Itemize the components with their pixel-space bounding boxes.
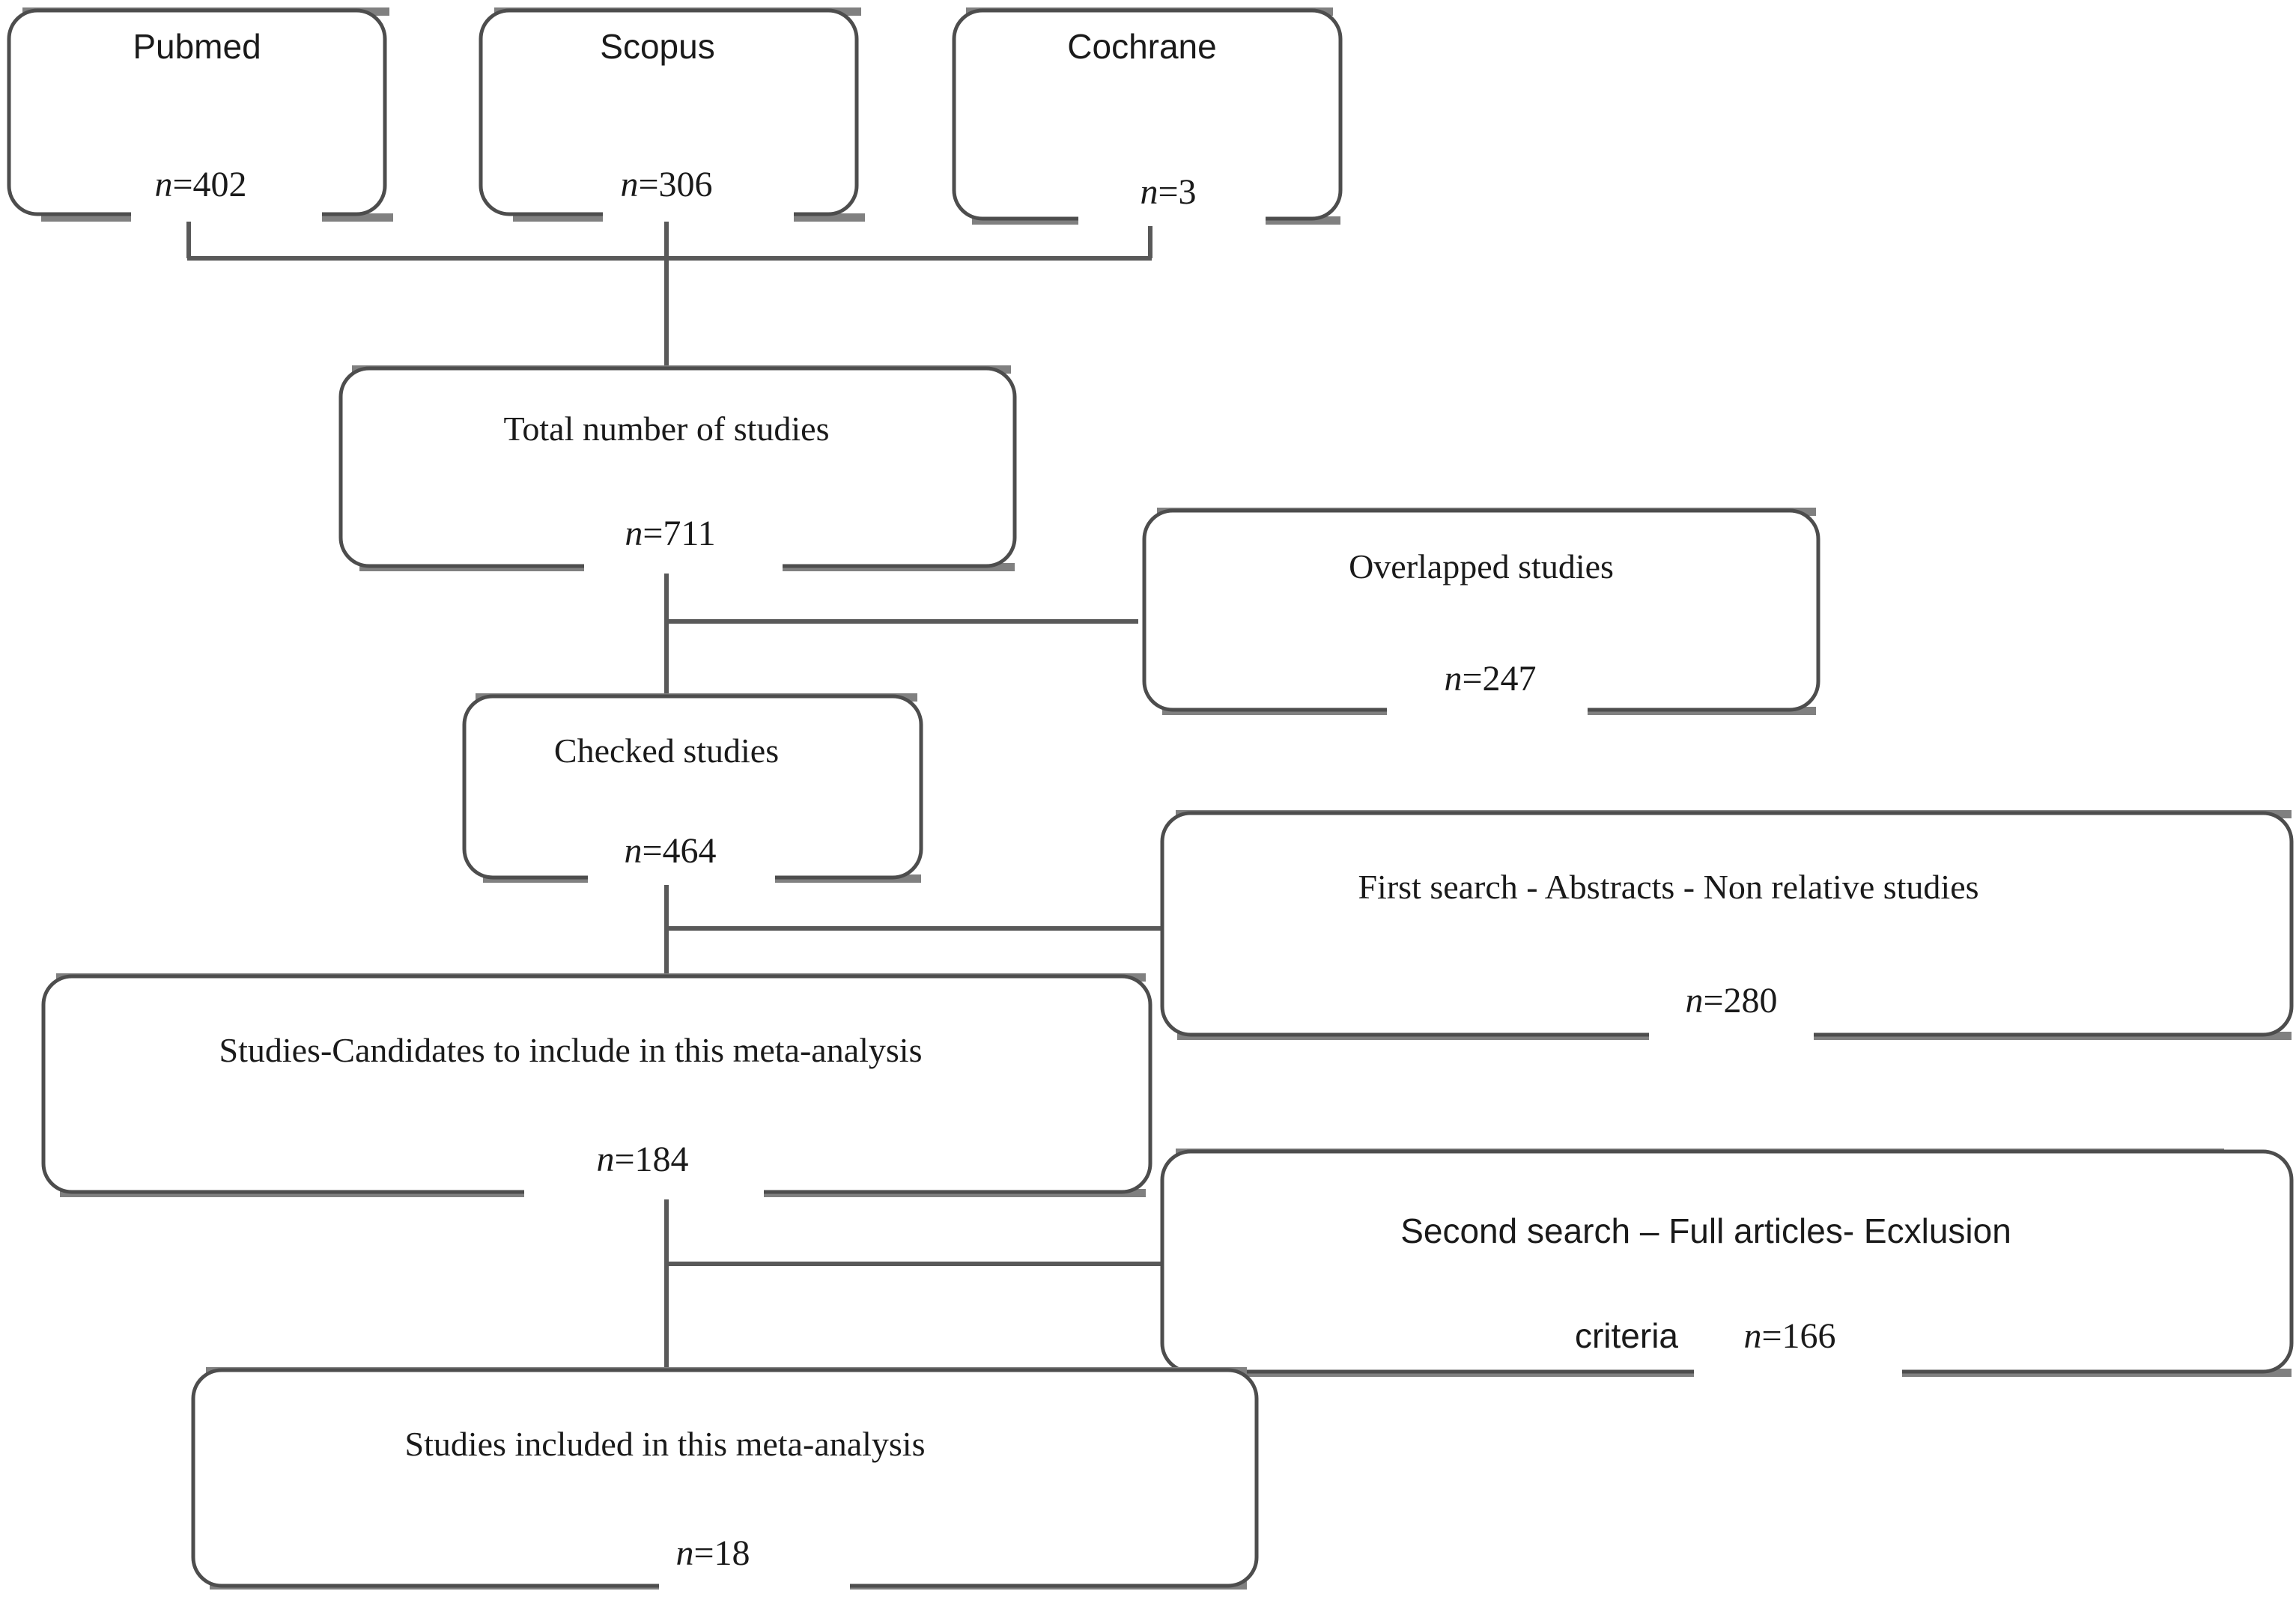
- overlapped-count: n=247: [1444, 659, 1536, 699]
- included-count-value: 18: [714, 1533, 750, 1573]
- overlapped-count-n: n: [1444, 659, 1462, 699]
- overlapped-bottom-gap-mask: [1387, 701, 1588, 717]
- second-search-label: Second search – Full articles- Ecxlusion: [1400, 1211, 2011, 1250]
- included-count-eq: =: [693, 1533, 714, 1573]
- total-label: Total number of studies: [504, 410, 830, 448]
- cochrane-count-eq: =: [1158, 172, 1178, 212]
- cochrane-count-value: 3: [1179, 172, 1197, 212]
- node-second-search[interactable]: Second search – Full articles- Ecxlusion…: [1160, 1149, 2294, 1379]
- total-count-value: 711: [663, 514, 715, 553]
- first-search-bottom-gap-mask: [1649, 1026, 1814, 1042]
- first-search-count-eq: =: [1703, 981, 1723, 1020]
- pubmed-count-value: 402: [193, 165, 247, 204]
- total-count-n: n: [625, 514, 643, 553]
- checked-count-eq: =: [642, 831, 662, 871]
- total-count: n=711: [625, 514, 715, 553]
- connector-group: [186, 219, 1162, 1370]
- scopus-box-shadow-bottom-left: [513, 213, 648, 222]
- cochrane-label: Cochrane: [1067, 27, 1216, 66]
- first-search-count-n: n: [1685, 981, 1703, 1020]
- cochrane-count-n: n: [1140, 172, 1158, 212]
- candidates-label: Studies-Candidates to include in this me…: [219, 1031, 922, 1069]
- candidates-bottom-gap-mask: [524, 1183, 764, 1199]
- second-search-label-line2: criteria: [1575, 1316, 1678, 1355]
- candidates-count: n=184: [596, 1140, 688, 1179]
- candidates-count-value: 184: [635, 1140, 689, 1179]
- pubmed-count-eq: =: [172, 165, 192, 204]
- node-total-studies[interactable]: Total number of studies n=711: [338, 365, 1017, 574]
- pubmed-box-shadow-bottom-left: [41, 213, 176, 222]
- second-search-count-eq: =: [1761, 1316, 1782, 1356]
- candidates-count-n: n: [596, 1140, 614, 1179]
- first-search-label: First search - Abstracts - Non relative …: [1358, 868, 1978, 906]
- checked-label: Checked studies: [554, 731, 779, 770]
- second-search-count-value: 166: [1782, 1316, 1836, 1356]
- overlapped-count-eq: =: [1462, 659, 1482, 699]
- checked-count-n: n: [624, 831, 642, 871]
- node-pubmed[interactable]: Pubmed n=402: [7, 7, 393, 222]
- pubmed-box-shadow-bottom-right: [322, 213, 393, 222]
- pubmed-count-n: n: [154, 165, 172, 204]
- cochrane-bottom-gap-mask: [1078, 208, 1266, 226]
- total-bottom-gap-mask: [584, 557, 783, 574]
- total-count-eq: =: [643, 514, 663, 553]
- node-overlapped-studies[interactable]: Overlapped studies n=247: [1142, 508, 1820, 717]
- node-cochrane[interactable]: Cochrane n=3: [952, 7, 1343, 226]
- node-scopus[interactable]: Scopus n=306: [479, 7, 865, 222]
- scopus-count-eq: =: [638, 165, 658, 204]
- scopus-bottom-gap-mask: [603, 205, 794, 222]
- node-included[interactable]: Studies included in this meta-analysis n…: [191, 1367, 1259, 1593]
- overlapped-label: Overlapped studies: [1349, 547, 1614, 585]
- second-search-bottom-gap-mask: [1694, 1363, 1902, 1379]
- node-checked-studies[interactable]: Checked studies n=464: [462, 693, 923, 885]
- included-label: Studies included in this meta-analysis: [404, 1425, 925, 1463]
- pubmed-bottom-gap-mask: [131, 205, 322, 222]
- scopus-count: n=306: [620, 165, 712, 204]
- pubmed-count: n=402: [154, 165, 246, 204]
- scopus-label: Scopus: [600, 27, 714, 66]
- first-search-count-value: 280: [1724, 981, 1778, 1020]
- checked-bottom-gap-mask: [588, 869, 775, 885]
- node-candidates[interactable]: Studies-Candidates to include in this me…: [41, 973, 1152, 1199]
- second-search-count: n=166: [1743, 1316, 1835, 1356]
- second-search-box[interactable]: [1160, 1149, 2294, 1374]
- node-first-search[interactable]: First search - Abstracts - Non relative …: [1160, 810, 2294, 1042]
- pubmed-label: Pubmed: [133, 27, 261, 66]
- first-search-count: n=280: [1685, 981, 1777, 1020]
- candidates-count-eq: =: [614, 1140, 634, 1179]
- included-bottom-gap-mask: [659, 1575, 850, 1593]
- checked-count-value: 464: [663, 831, 717, 871]
- scopus-box-shadow-bottom-right: [794, 213, 865, 222]
- scopus-count-n: n: [620, 165, 638, 204]
- included-count: n=18: [675, 1533, 750, 1573]
- cochrane-count: n=3: [1140, 172, 1196, 212]
- included-count-n: n: [675, 1533, 693, 1573]
- checked-count: n=464: [624, 831, 716, 871]
- overlapped-count-value: 247: [1483, 659, 1537, 699]
- scopus-count-value: 306: [659, 165, 713, 204]
- second-search-count-n: n: [1743, 1316, 1761, 1356]
